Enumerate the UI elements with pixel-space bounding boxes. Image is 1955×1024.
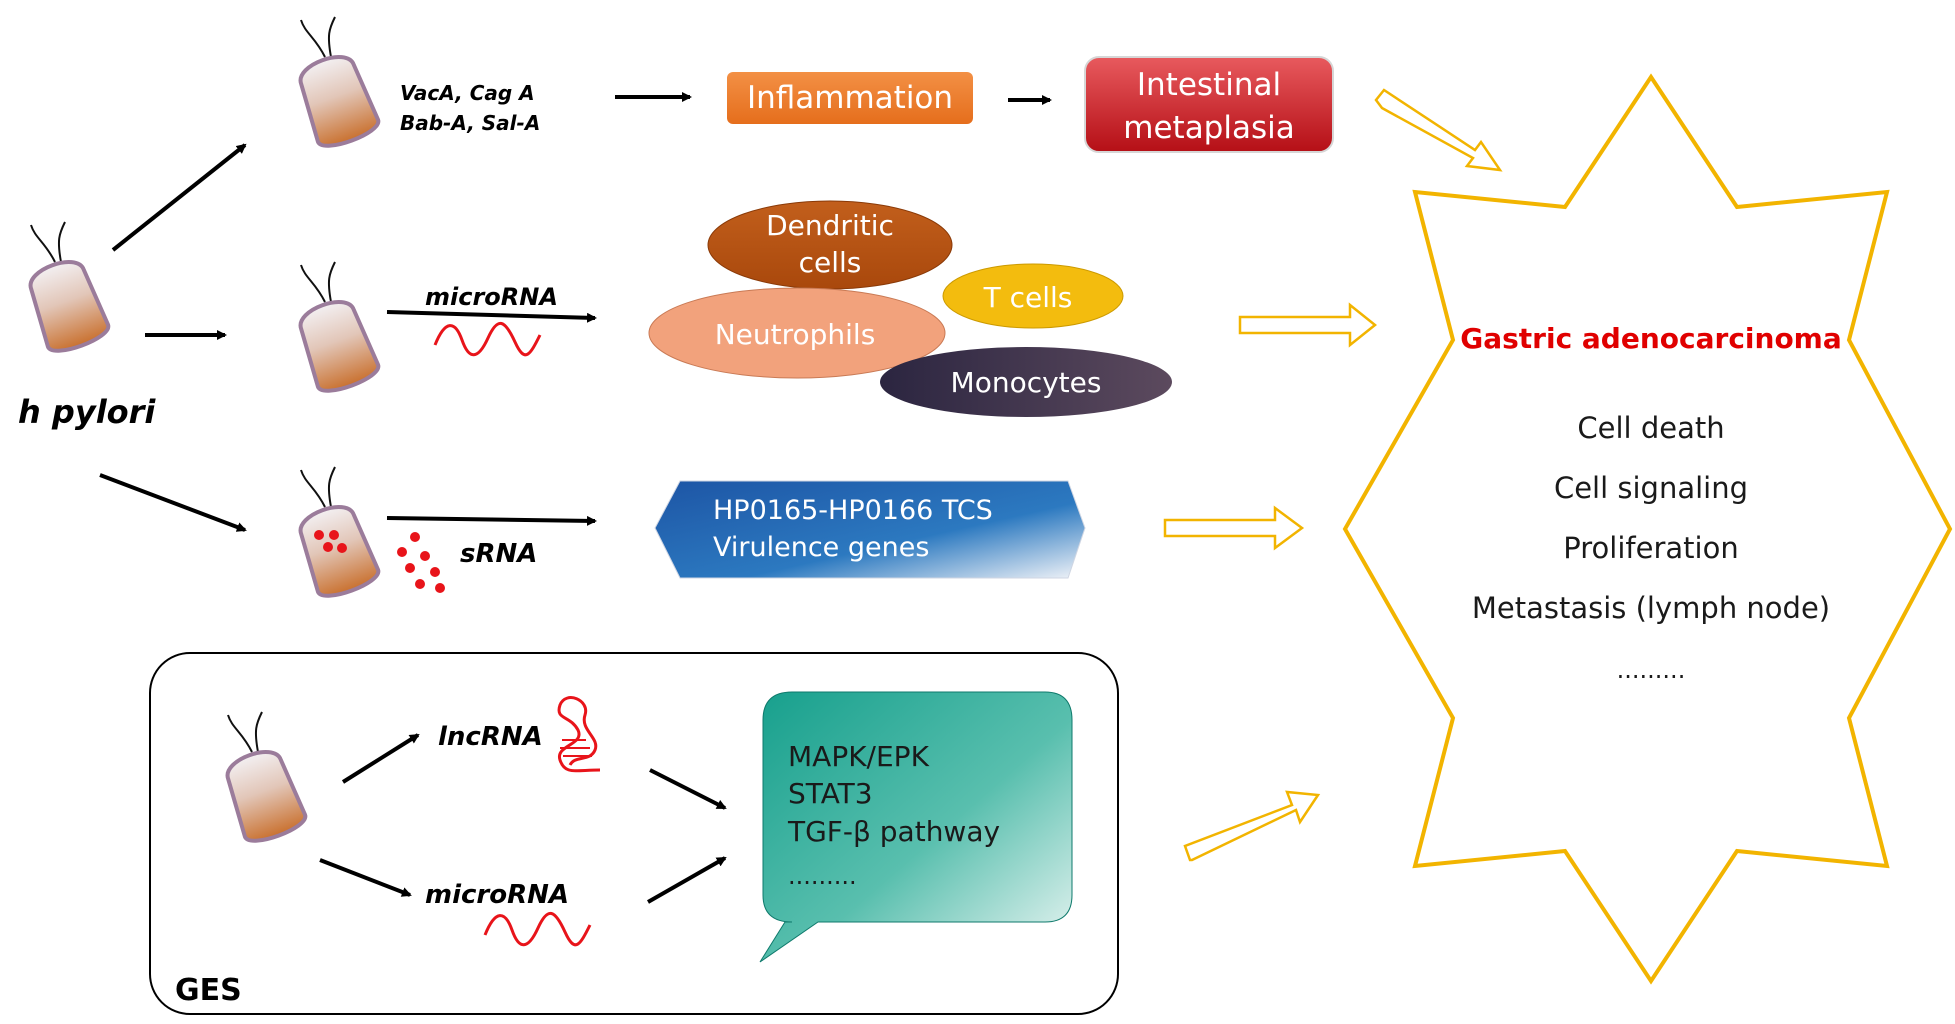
virulence-box-line1: HP0165-HP0166 TCS: [713, 495, 993, 526]
dendritic-cells-ellipse: Dendritic cells: [707, 200, 953, 290]
arrow-to-immune-cells: [386, 310, 597, 323]
h-pylori-bacterium-icon: [20, 220, 114, 359]
dendritic-line1: Dendritic: [766, 209, 894, 242]
metaplasia-line1: Intestinal: [1137, 67, 1281, 103]
bacterium-row3-icon: [290, 465, 384, 604]
arrow-to-lncrna: [341, 733, 420, 784]
bacterium-row1-icon: [290, 15, 384, 154]
neutrophils-label: Neutrophils: [715, 318, 876, 351]
signaling-pathways-bubble: MAPK/EPK STAT3 TGF-β pathway .........: [759, 691, 1073, 963]
virulence-factors-line2: Bab-A, Sal-A: [400, 111, 540, 135]
ges-microrna-squiggle-icon: [483, 912, 592, 947]
outcome-item-1: Cell death: [1577, 411, 1724, 445]
bacterium-row2-icon: [290, 260, 384, 399]
intestinal-metaplasia-box: Intestinal metaplasia: [1084, 56, 1334, 153]
t-cells-label: T cells: [983, 281, 1073, 314]
microrna-row2-label: microRNA: [425, 283, 558, 311]
lncrna-rungs: [560, 739, 592, 757]
outcome-item-4: Metastasis (lymph node): [1472, 591, 1830, 625]
arrow-to-ges-microrna: [319, 858, 412, 897]
srna-dots-icon: [397, 532, 445, 593]
outcome-title: Gastric adenocarcinoma: [1460, 322, 1842, 355]
monocytes-label: Monocytes: [951, 366, 1102, 399]
ges-microrna-label: microRNA: [425, 880, 569, 910]
bubble-line4: .........: [788, 862, 857, 890]
outcome-item-3: Proliferation: [1563, 531, 1738, 565]
arrow-to-virulence-box: [386, 515, 597, 526]
bubble-line3: TGF-β pathway: [787, 815, 1000, 848]
hollow-arrow-ges: [1183, 790, 1321, 862]
t-cells-ellipse: T cells: [942, 263, 1124, 329]
arrow-to-row3: [99, 473, 247, 532]
ges-panel: [149, 652, 1119, 1015]
bacterium-ges-icon: [217, 710, 311, 849]
hollow-arrow-row1: [1374, 88, 1503, 172]
arrow-to-row1: [111, 143, 247, 252]
ges-title: GES: [175, 973, 242, 1008]
arrow-lncrna-to-bubble: [649, 768, 727, 810]
hollow-arrow-row3: [1163, 505, 1305, 551]
outcome-item-2: Cell signaling: [1554, 471, 1748, 505]
neutrophils-ellipse: Neutrophils: [648, 287, 946, 379]
metaplasia-line2: metaplasia: [1123, 110, 1294, 146]
virulence-genes-box: HP0165-HP0166 TCS Virulence genes: [654, 480, 1086, 579]
srna-label: sRNA: [460, 539, 537, 569]
monocytes-ellipse: Monocytes: [880, 347, 1172, 417]
inflammation-label: Inflammation: [747, 80, 953, 116]
h-pylori-label: h pylori: [18, 393, 156, 431]
bubble-line1: MAPK/EPK: [788, 740, 930, 773]
dendritic-line2: cells: [799, 246, 862, 279]
microrna-squiggle-icon: [433, 322, 542, 357]
arrow-microrna-to-bubble: [647, 856, 727, 904]
outcome-star-outline: [1342, 73, 1953, 985]
outcome-item-5: .........: [1617, 656, 1686, 684]
bubble-line2: STAT3: [788, 777, 873, 810]
hollow-arrow-row2: [1238, 302, 1378, 348]
inflammation-box: Inflammation: [727, 72, 973, 124]
lncrna-label: lncRNA: [438, 722, 543, 752]
virulence-box-line2: Virulence genes: [713, 532, 929, 563]
lncrna-hairpin-icon: [557, 696, 601, 773]
virulence-factors-line1: VacA, Cag A: [400, 81, 535, 105]
